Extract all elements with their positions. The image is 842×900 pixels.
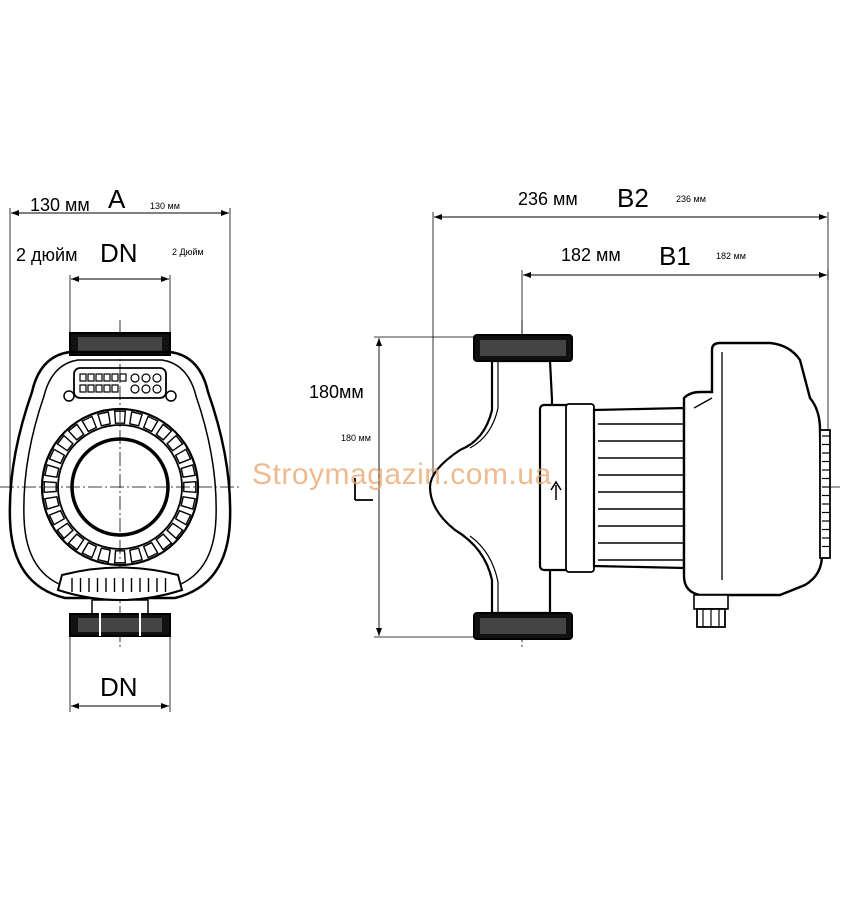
front-rib xyxy=(180,464,196,478)
front-screw-right xyxy=(165,390,177,402)
side-b2-letter: B2 xyxy=(617,183,649,213)
front-dn-letter: DN xyxy=(100,238,138,268)
front-rib xyxy=(183,480,197,494)
side-b1-small: 182 мм xyxy=(716,251,746,261)
front-dn-small: 2 Дюйм xyxy=(172,247,204,257)
front-rib xyxy=(113,410,127,424)
side-pump-casing xyxy=(428,359,554,615)
front-width-letter: A xyxy=(108,184,126,214)
front-rib xyxy=(43,480,57,494)
front-screw-left xyxy=(63,390,75,402)
front-rib xyxy=(48,448,66,465)
front-rib xyxy=(166,434,184,452)
side-b2-value: 236 мм xyxy=(518,189,578,209)
front-rib xyxy=(174,448,192,465)
front-rib xyxy=(174,509,192,526)
side-motor-body xyxy=(592,406,686,570)
front-dn-value: 2 дюйм xyxy=(16,245,78,265)
side-b2-small: 236 мм xyxy=(676,194,706,204)
l-symbol xyxy=(354,478,373,501)
front-rib xyxy=(142,415,159,433)
front-rib xyxy=(97,547,111,563)
side-view xyxy=(374,212,842,650)
front-terminal-block xyxy=(73,367,167,399)
front-rib xyxy=(56,522,74,540)
watermark-text: Stroymagazin.com.ua xyxy=(252,458,552,491)
front-inner-bore xyxy=(70,437,170,537)
side-l-value: 180мм xyxy=(309,382,364,402)
front-rib xyxy=(155,533,173,551)
front-rib xyxy=(81,541,98,559)
side-cable-gland xyxy=(693,594,729,610)
side-control-box xyxy=(682,341,824,597)
front-view xyxy=(0,208,240,712)
front-width-value: 130 мм xyxy=(30,195,90,215)
front-bottom-skirt xyxy=(56,566,184,601)
front-rib xyxy=(180,496,196,510)
front-rib xyxy=(67,533,85,551)
front-rib xyxy=(113,550,127,564)
front-width-small: 130 мм xyxy=(150,201,180,211)
front-rib xyxy=(129,547,143,563)
front-rib xyxy=(155,423,173,441)
front-ribbed-ring-outer xyxy=(40,407,200,567)
side-b1-value: 182 мм xyxy=(561,245,621,265)
flow-arrow-icon xyxy=(550,480,562,500)
front-rib xyxy=(97,411,111,427)
front-rib xyxy=(44,464,60,478)
front-rib xyxy=(129,411,143,427)
front-rib xyxy=(56,434,74,452)
front-rib xyxy=(142,541,159,559)
front-rib xyxy=(67,423,85,441)
front-dn-bottom-letter: DN xyxy=(100,672,138,702)
side-l-small: 180 мм xyxy=(341,433,371,443)
front-housing xyxy=(8,350,232,600)
front-rib xyxy=(48,509,66,526)
front-rib xyxy=(81,415,98,433)
front-rib xyxy=(44,496,60,510)
front-ribs xyxy=(43,410,197,564)
front-rib xyxy=(166,522,184,540)
side-b1-letter: B1 xyxy=(659,241,691,271)
